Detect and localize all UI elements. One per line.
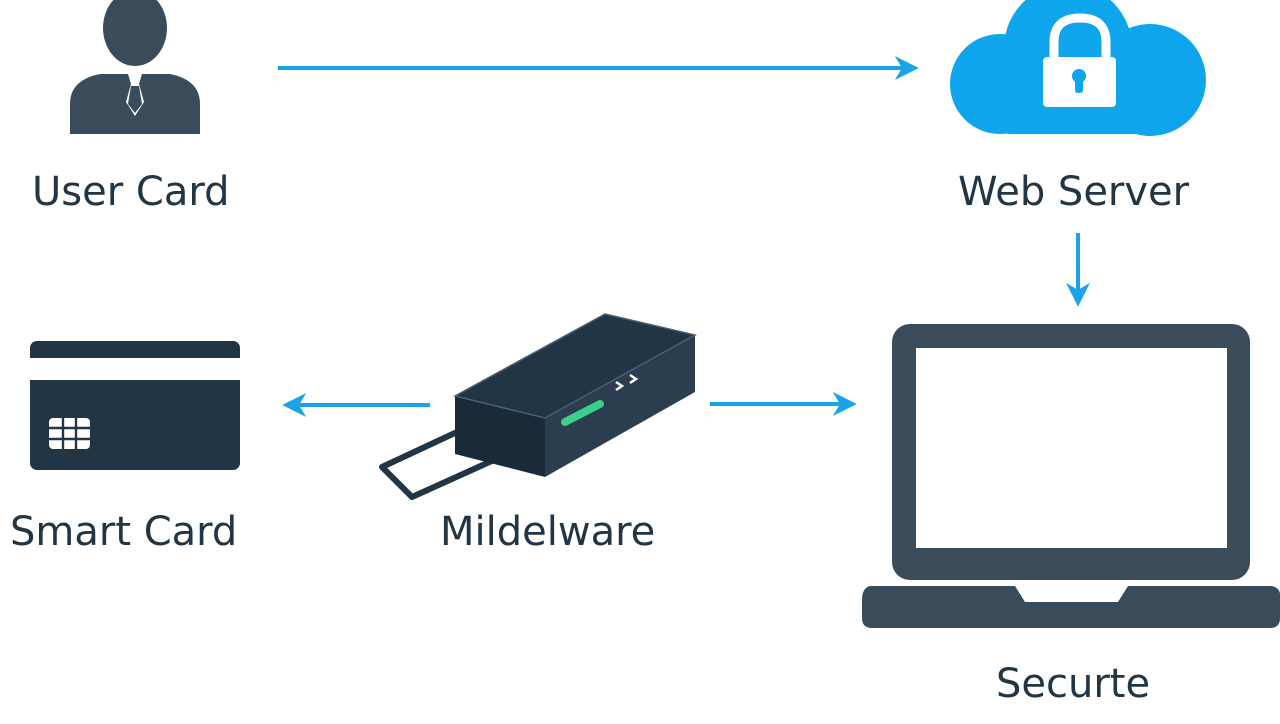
middleware-label: Mildelware [440,509,656,555]
smart-card-icon [30,341,240,470]
laptop-icon [862,324,1280,628]
web-server-label: Web Server [958,169,1190,215]
user-card-label: User Card [32,169,230,215]
smart-card-label: Smart Card [10,509,238,555]
connector-arrows [278,56,1090,417]
cloud-lock-icon [950,0,1206,136]
secure-label: Securte [996,661,1151,707]
card-reader-icon [379,313,698,500]
user-icon [70,0,200,134]
